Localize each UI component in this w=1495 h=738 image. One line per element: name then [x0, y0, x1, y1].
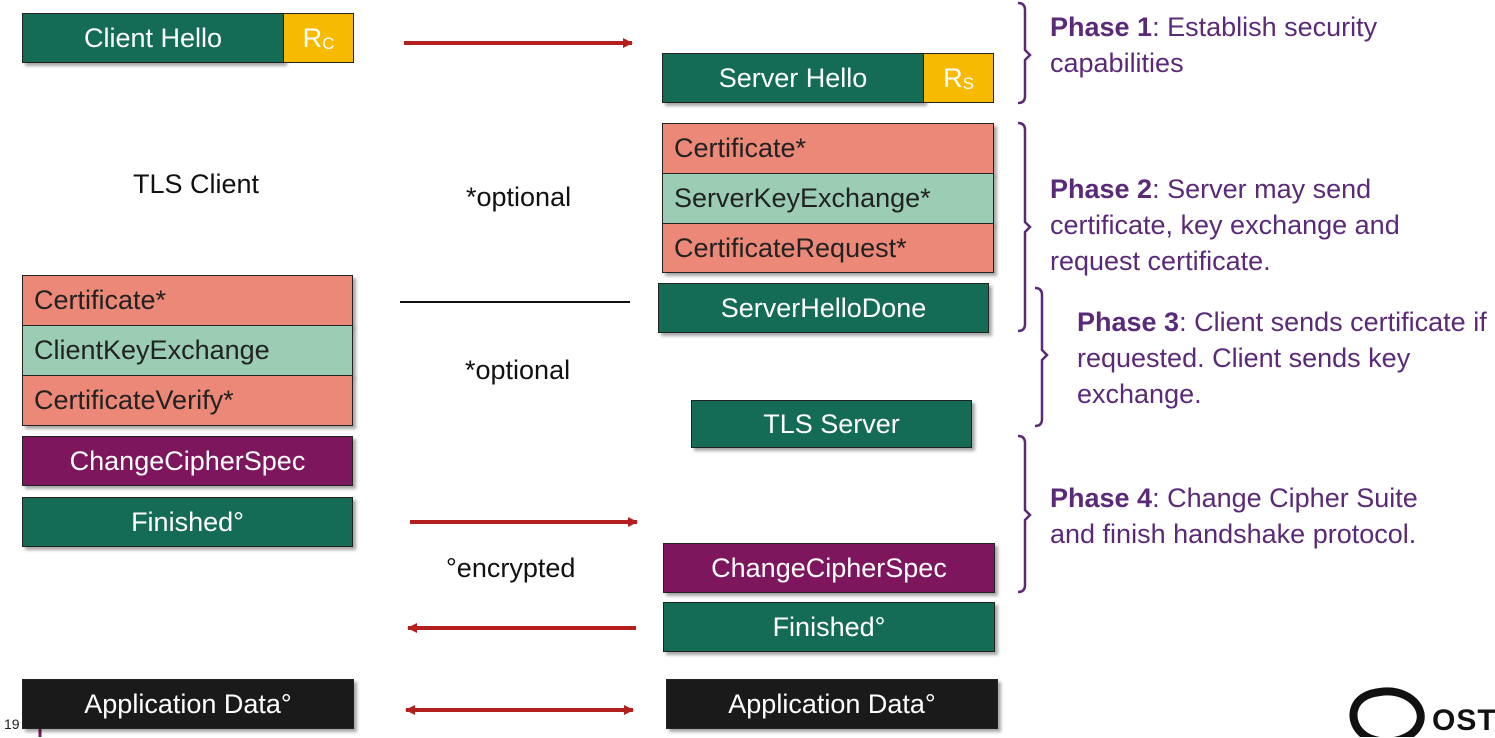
server-application-data-label: Application Data° — [728, 688, 936, 719]
phase3-text: Phase 3: Client sends certificate if req… — [1077, 304, 1495, 412]
phase3-title: Phase 3 — [1077, 307, 1180, 337]
server-certificate-box: Certificate* — [662, 123, 994, 174]
certificate-verify-label: CertificateVerify* — [34, 385, 234, 415]
server-key-exchange-box: ServerKeyExchange* — [662, 173, 994, 224]
server-change-cipher-spec-label: ChangeCipherSpec — [711, 552, 947, 583]
server-hello-label: Server Hello — [718, 62, 868, 93]
phase1-title: Phase 1 — [1050, 12, 1153, 42]
phase2-text: Phase 2: Server may send certificate, ke… — [1050, 171, 1470, 279]
phase4-description: : Change Cipher Suite and finish handsha… — [1050, 483, 1418, 549]
server-change-cipher-spec-box: ChangeCipherSpec — [663, 543, 995, 593]
phase2-bracket — [1017, 121, 1032, 333]
optional-note-2: *optional — [465, 355, 571, 385]
client-change-cipher-spec-box: ChangeCipherSpec — [22, 436, 353, 486]
client-certificate-label: Certificate* — [34, 285, 167, 315]
certificate-verify-box: CertificateVerify* — [22, 375, 353, 426]
client-random-letter: R — [302, 22, 323, 53]
server-random-subscript: S — [962, 74, 974, 93]
optional-note-1: *optional — [466, 182, 572, 212]
client-key-exchange-box: ClientKeyExchange — [22, 325, 353, 376]
client-application-data-box: Application Data° — [22, 679, 354, 729]
phase1-text: Phase 1: Establish security capabilities — [1050, 9, 1450, 81]
phase2-title: Phase 2 — [1050, 174, 1153, 204]
server-random-letter: R — [943, 62, 963, 93]
phase3-bracket — [1034, 286, 1049, 428]
client-finished-box: Finished° — [22, 497, 353, 547]
client-hello-label: Client Hello — [83, 22, 223, 53]
client-certificate-box: Certificate* — [22, 275, 353, 326]
server-key-exchange-label: ServerKeyExchange* — [674, 183, 931, 213]
phase4-bracket — [1017, 434, 1032, 594]
server-finished-label: Finished° — [772, 611, 886, 642]
page-number: 19 — [4, 716, 20, 732]
client-change-cipher-spec-label: ChangeCipherSpec — [69, 445, 306, 476]
phase4-title: Phase 4 — [1050, 483, 1153, 513]
tls-client-label: TLS Client — [133, 169, 260, 199]
client-application-data-label: Application Data° — [84, 688, 292, 719]
certificate-request-label: CertificateRequest* — [674, 232, 907, 263]
ost-logo-icon — [1349, 687, 1425, 737]
client-hello-box: Client Hello — [22, 13, 284, 63]
client-random-subscript: C — [322, 34, 335, 53]
client-finished-label: Finished° — [131, 506, 244, 537]
server-finished-box: Finished° — [663, 602, 995, 652]
tls-server-label: TLS Server — [763, 408, 900, 439]
client-key-exchange-label: ClientKeyExchange — [34, 335, 270, 365]
phase1-bracket — [1017, 1, 1032, 105]
encrypted-note: °encrypted — [446, 553, 576, 583]
phase1-description: : Establish security capabilities — [1050, 12, 1378, 78]
phase3-description: : Client sends certificate if requested.… — [1077, 307, 1487, 409]
certificate-request-box: CertificateRequest* — [662, 223, 994, 273]
server-hello-done-box: ServerHelloDone — [658, 283, 989, 333]
phase4-text: Phase 4: Change Cipher Suite and finish … — [1050, 480, 1470, 552]
logo-text: OST — [1432, 704, 1495, 737]
server-hello-box: Server Hello — [662, 53, 924, 103]
server-application-data-box: Application Data° — [666, 679, 998, 729]
phase2-description: : Server may send certificate, key excha… — [1050, 174, 1400, 276]
server-hello-done-label: ServerHelloDone — [720, 292, 927, 323]
tls-server-box: TLS Server — [691, 400, 972, 448]
phase-divider-line — [400, 301, 630, 303]
server-certificate-label: Certificate* — [674, 133, 807, 163]
